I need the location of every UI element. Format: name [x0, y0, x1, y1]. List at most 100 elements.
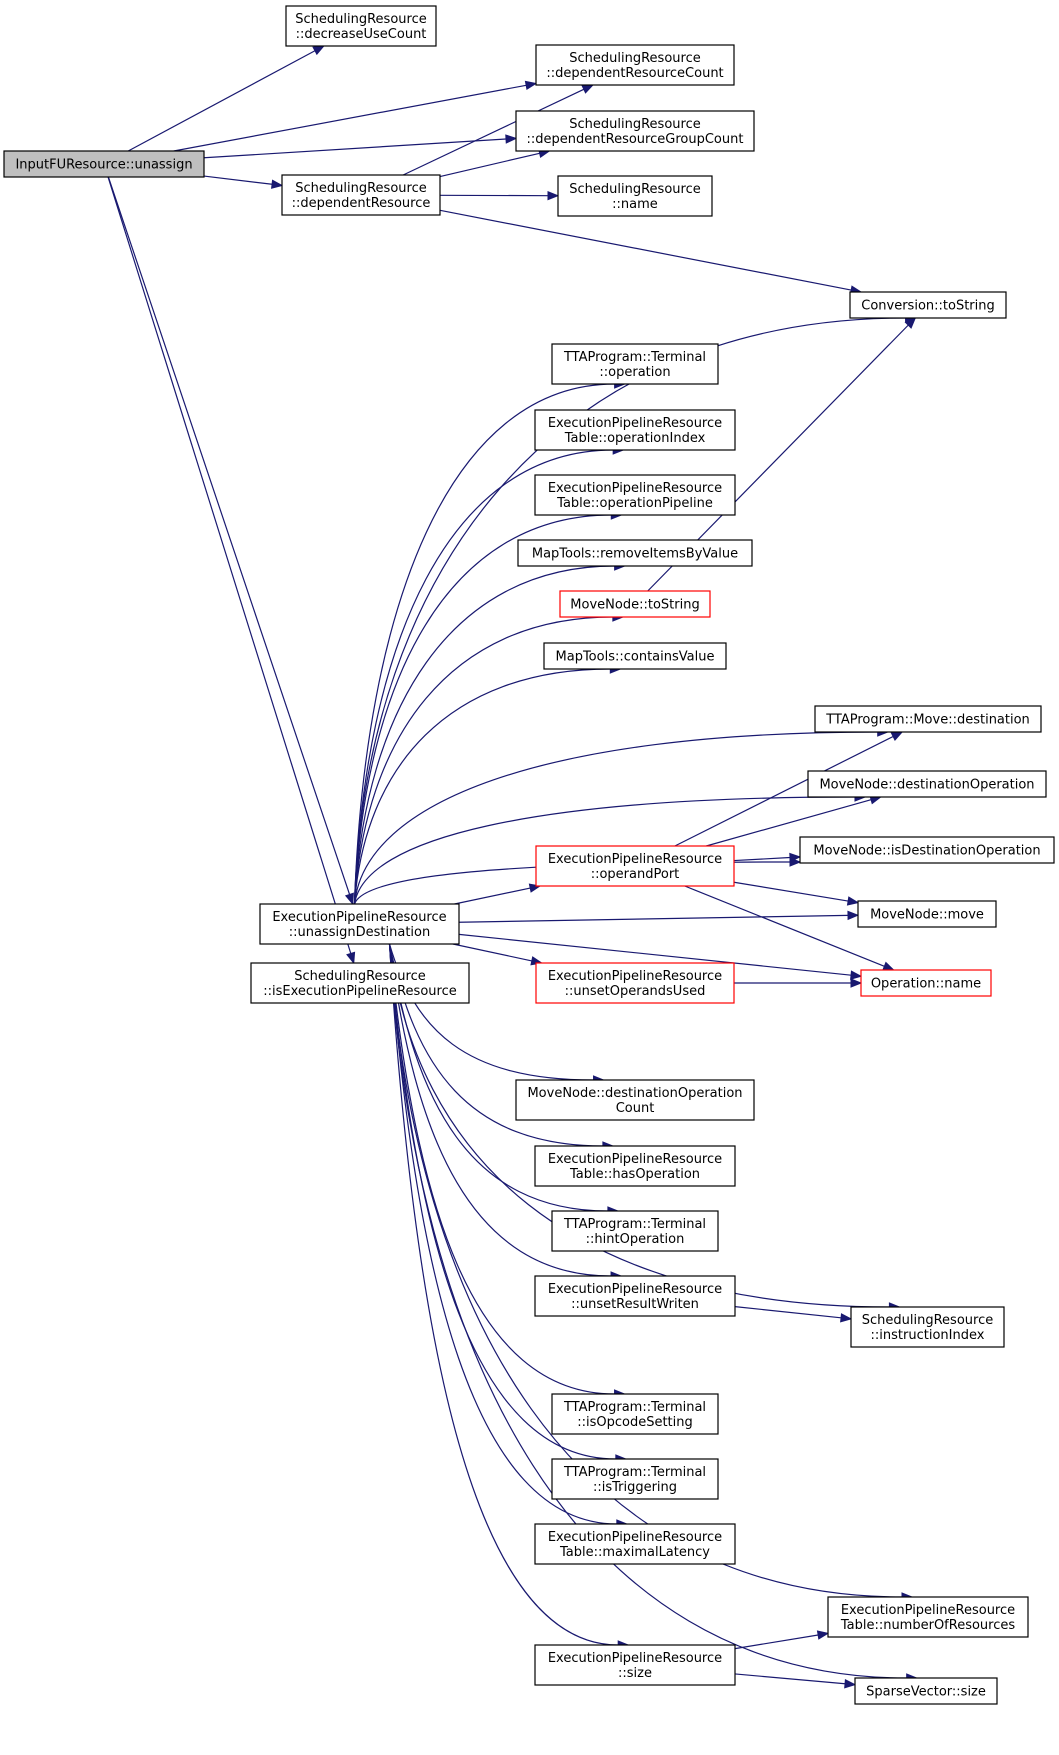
- edge-line: [107, 176, 351, 895]
- edge-unassignDestination-to-eprtOperationPipeline: [353, 510, 623, 905]
- node-label: ExecutionPipelineResource: [548, 416, 722, 431]
- edge-line: [203, 175, 273, 185]
- node-label: ExecutionPipelineResource: [548, 1282, 722, 1297]
- node-label: SchedulingResource: [295, 181, 426, 196]
- edge-unassign-to-dependentResource: [203, 175, 284, 189]
- edge-line: [353, 796, 855, 905]
- node-unsetOperandsUsed[interactable]: ExecutionPipelineResource::unsetOperands…: [535, 962, 735, 1004]
- node-mnMove[interactable]: MoveNode::move: [857, 900, 997, 928]
- node-eprSize[interactable]: ExecutionPipelineResource::size: [534, 1644, 736, 1686]
- edge-line: [388, 943, 902, 1598]
- node-termIsTriggering[interactable]: TTAProgram::Terminal::isTriggering: [551, 1458, 719, 1500]
- arrowhead-icon: [312, 45, 325, 56]
- node-label: MapTools::containsValue: [556, 650, 715, 665]
- node-termIsOpcodeSetting[interactable]: TTAProgram::Terminal::isOpcodeSetting: [551, 1393, 719, 1435]
- edge-unassign-to-dependentResourceGroupCount: [203, 134, 518, 159]
- edge-line: [388, 943, 615, 1395]
- nodes-layer: InputFUResource::unassignSchedulingResou…: [3, 5, 1055, 1705]
- node-removeItemsByValue[interactable]: MapTools::removeItemsByValue: [517, 539, 753, 567]
- node-decreaseUseCount[interactable]: SchedulingResource::decreaseUseCount: [285, 5, 437, 47]
- edge-line: [353, 668, 611, 905]
- arrowhead-icon: [547, 190, 560, 201]
- node-box: [285, 5, 437, 47]
- edge-line: [388, 943, 608, 1212]
- arrowhead-icon: [847, 910, 860, 921]
- edge-line: [734, 1634, 819, 1650]
- edge-line: [353, 449, 614, 905]
- node-eprtOperationPipeline[interactable]: ExecutionPipelineResourceTable::operatio…: [534, 474, 736, 516]
- node-mnToString[interactable]: MoveNode::toString: [559, 590, 711, 618]
- node-unsetResultWriten[interactable]: ExecutionPipelineResource::unsetResultWr…: [534, 1275, 736, 1317]
- node-isExecPipelineResource[interactable]: SchedulingResource::isExecutionPipelineR…: [250, 962, 470, 1004]
- node-eprtOperationIndex[interactable]: ExecutionPipelineResourceTable::operatio…: [534, 409, 736, 451]
- node-convToString[interactable]: Conversion::toString: [849, 291, 1007, 319]
- node-mnIsDestinationOperation[interactable]: MoveNode::isDestinationOperation: [799, 836, 1055, 864]
- edge-line: [353, 565, 615, 905]
- node-dependentResourceGroupCount[interactable]: SchedulingResource::dependentResourceGro…: [515, 110, 755, 152]
- edge-unassignDestination-to-operandPort: [454, 883, 542, 905]
- node-box: [534, 1523, 736, 1565]
- node-label: Operation::name: [871, 977, 981, 992]
- node-eprtNumberOfResources[interactable]: ExecutionPipelineResourceTable::numberOf…: [827, 1596, 1029, 1638]
- node-operandPort[interactable]: ExecutionPipelineResource::operandPort: [535, 845, 735, 887]
- arrowhead-icon: [346, 951, 356, 965]
- arrowhead-icon: [846, 896, 860, 906]
- node-eprtHasOperation[interactable]: ExecutionPipelineResourceTable::hasOpera…: [534, 1145, 736, 1187]
- node-dependentResource[interactable]: SchedulingResource::dependentResource: [281, 174, 441, 216]
- node-label: Table::operationIndex: [564, 431, 706, 446]
- edge-line: [402, 88, 585, 176]
- node-mnDestinationOperation[interactable]: MoveNode::destinationOperation: [807, 770, 1047, 798]
- node-operationName[interactable]: Operation::name: [860, 969, 992, 997]
- edge-unassignDestination-to-eprtNumberOfResources: [388, 943, 914, 1602]
- edge-unassignDestination-to-unsetOperandsUsed: [452, 943, 543, 966]
- edge-line: [458, 933, 852, 976]
- arrowhead-icon: [882, 961, 895, 971]
- node-box: [534, 474, 736, 516]
- node-instructionIndex[interactable]: SchedulingResource::instructionIndex: [850, 1306, 1005, 1348]
- node-dependentResourceCount[interactable]: SchedulingResource::dependentResourceCou…: [535, 44, 735, 86]
- node-label: ::decreaseUseCount: [296, 27, 427, 42]
- node-sparseSize[interactable]: SparseVector::size: [854, 1677, 998, 1705]
- node-moveDestination[interactable]: TTAProgram::Move::destination: [814, 705, 1042, 733]
- arrowhead-icon: [789, 852, 802, 863]
- node-label: Table::maximalLatency: [559, 1545, 710, 1560]
- node-box: [535, 962, 735, 1004]
- edge-line: [733, 856, 791, 862]
- node-label: ::isTriggering: [593, 1480, 677, 1495]
- node-label: ::operandPort: [591, 867, 680, 882]
- edge-line: [734, 1673, 846, 1685]
- edge-dependentResource-to-srName: [439, 190, 560, 201]
- edge-line: [388, 943, 907, 1679]
- node-label: SparseVector::size: [866, 1685, 986, 1700]
- node-box: [515, 1079, 755, 1121]
- node-eprtMaximalLatency[interactable]: ExecutionPipelineResourceTable::maximalL…: [534, 1523, 736, 1565]
- edge-line: [388, 943, 612, 1277]
- edge-line: [353, 731, 878, 905]
- node-box: [559, 590, 711, 618]
- node-unassign[interactable]: InputFUResource::unassign: [3, 150, 205, 178]
- node-termHintOperation[interactable]: TTAProgram::Terminal::hintOperation: [551, 1210, 719, 1252]
- node-box: [259, 903, 460, 945]
- node-box: [534, 1644, 736, 1686]
- node-label: SchedulingResource: [569, 117, 700, 132]
- arrowhead-icon: [271, 179, 284, 189]
- edge-line: [388, 943, 617, 1525]
- node-label: ::unassignDestination: [289, 925, 430, 940]
- node-srName[interactable]: SchedulingResource::name: [557, 175, 713, 217]
- node-unassignDestination[interactable]: ExecutionPipelineResource::unassignDesti…: [259, 903, 460, 945]
- node-label: ::unsetOperandsUsed: [565, 984, 706, 999]
- edge-line: [353, 514, 612, 905]
- node-termOperation[interactable]: TTAProgram::Terminal::operation: [551, 343, 719, 385]
- node-box: [551, 1210, 719, 1252]
- node-label: SchedulingResource: [569, 51, 700, 66]
- node-containsValue[interactable]: MapTools::containsValue: [543, 642, 727, 670]
- edge-line: [439, 209, 852, 291]
- edge-line: [458, 914, 849, 923]
- node-label: ::unsetResultWriten: [571, 1297, 699, 1312]
- node-box: [849, 291, 1007, 319]
- node-label: ::operation: [599, 365, 670, 380]
- node-box: [250, 962, 470, 1004]
- edge-operandPort-to-mnIsDestinationOperation: [733, 852, 802, 863]
- node-box: [814, 705, 1042, 733]
